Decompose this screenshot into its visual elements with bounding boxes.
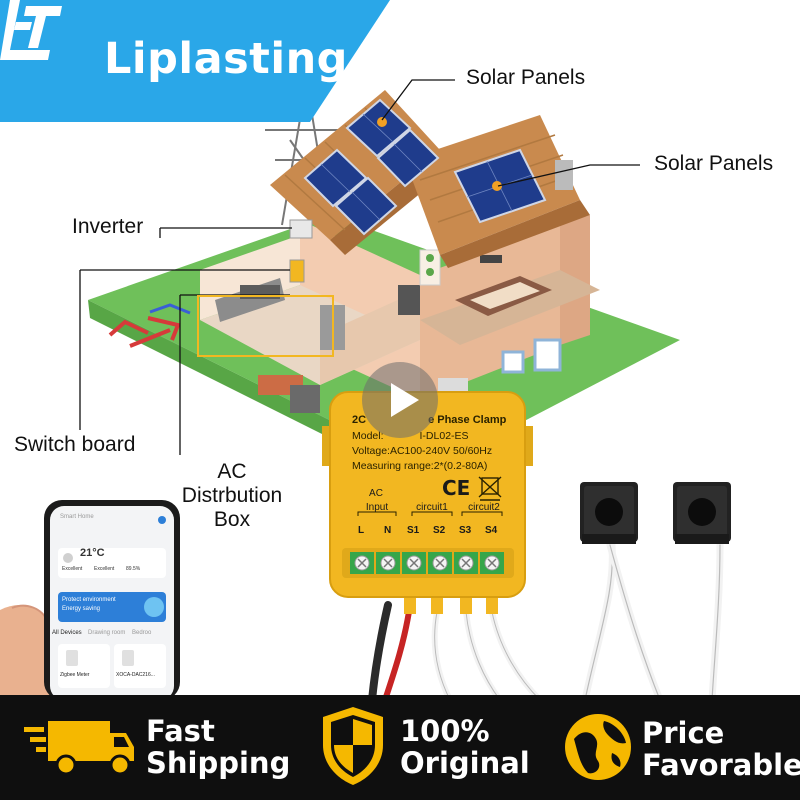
ce-mark: CE xyxy=(442,476,471,500)
device-title-right: e Phase Clamp xyxy=(428,414,507,426)
phone-device-2[interactable]: XOCA-DAC216... xyxy=(116,672,155,678)
device-circuit1-label: circuit1 xyxy=(416,502,448,513)
brand-banner: Liplasting xyxy=(0,0,390,122)
badge-fast-shipping-line1: Fast xyxy=(146,714,215,748)
badge-100-original: 100% Original xyxy=(400,715,530,779)
terminal-label-2: N xyxy=(384,525,392,536)
label-ac-line3: Box xyxy=(213,508,251,531)
energy-meter-device xyxy=(322,391,533,598)
terminal-label-1: L xyxy=(358,525,365,536)
delivery-truck-icon xyxy=(24,721,134,776)
smartphone: Smart Home 21°C Excellent Excellent 89.5… xyxy=(44,500,182,700)
shield-icon xyxy=(323,707,383,785)
phone-temperature: 21°C xyxy=(80,547,105,559)
price-tag-icon xyxy=(565,714,631,780)
label-ac-line2: Distrbution xyxy=(181,484,283,507)
phone-tab-bedroom[interactable]: Bedroo xyxy=(132,630,152,636)
badge-fast-shipping: Fast Shipping xyxy=(146,715,290,779)
terminal-label-6: S4 xyxy=(485,525,498,536)
device-ac-label: AC xyxy=(369,488,383,499)
device-voltage: Voltage:AC100-240V 50/60Hz xyxy=(352,445,493,457)
device-model-right: I-DL02-ES xyxy=(419,430,469,442)
brand-name: Liplasting xyxy=(104,34,348,84)
current-clamp-left xyxy=(580,482,638,544)
badge-price-favorable-line2: Favorable xyxy=(642,748,800,782)
device-measuring-range: Measuring range:2*(0.2-80A) xyxy=(352,460,488,472)
device-title-left: 2C xyxy=(352,414,367,426)
features-bar: Fast Shipping 100% Original Price Favora… xyxy=(0,695,800,800)
weee-bin-icon xyxy=(478,476,502,501)
label-solar-panels-right: Solar Panels xyxy=(654,152,774,175)
phone-stat-2: Excellent xyxy=(94,566,115,572)
video-play-button[interactable] xyxy=(362,362,438,438)
badge-100-original-line1: 100% xyxy=(400,714,490,748)
label-ac-line1: AC xyxy=(217,460,247,483)
device-model-left: Model: xyxy=(352,430,384,442)
phone-device-1[interactable]: Zigbee Meter xyxy=(60,672,90,678)
device-title: 2C e Phase Clamp xyxy=(352,414,506,426)
phone-home-label: Smart Home xyxy=(60,514,94,520)
phone-stat-3: 89.5% xyxy=(126,566,141,572)
badge-100-original-line2: Original xyxy=(400,746,530,780)
label-inverter: Inverter xyxy=(72,215,144,238)
badge-price-favorable-line1: Price xyxy=(642,716,725,750)
terminal-label-5: S3 xyxy=(459,525,472,536)
phone-banner-line2: Energy saving xyxy=(62,606,101,612)
device-model: Model: I-DL02-ES xyxy=(352,430,469,442)
label-solar-panels-top: Solar Panels xyxy=(466,66,586,89)
terminal-label-4: S2 xyxy=(433,525,446,536)
label-switch-board: Switch board xyxy=(14,433,136,456)
device-input-label: Input xyxy=(365,502,389,513)
badge-fast-shipping-line2: Shipping xyxy=(146,746,291,780)
phone-stat-1: Excellent xyxy=(62,566,83,572)
phone-tab-all[interactable]: All Devices xyxy=(52,630,82,636)
brand-logo-icon xyxy=(0,0,62,60)
badge-price-favorable: Price Favorable xyxy=(642,717,800,781)
play-icon xyxy=(391,383,419,417)
current-clamp-right xyxy=(673,482,731,544)
terminal-label-3: S1 xyxy=(407,525,420,536)
device-circuit2-label: circuit2 xyxy=(468,502,500,513)
label-ac-distribution-box: AC Distrbution Box xyxy=(166,460,298,532)
phone-tab-drawing-room[interactable]: Drawing room xyxy=(88,630,126,636)
phone-banner-line1: Protect environment xyxy=(62,597,116,603)
